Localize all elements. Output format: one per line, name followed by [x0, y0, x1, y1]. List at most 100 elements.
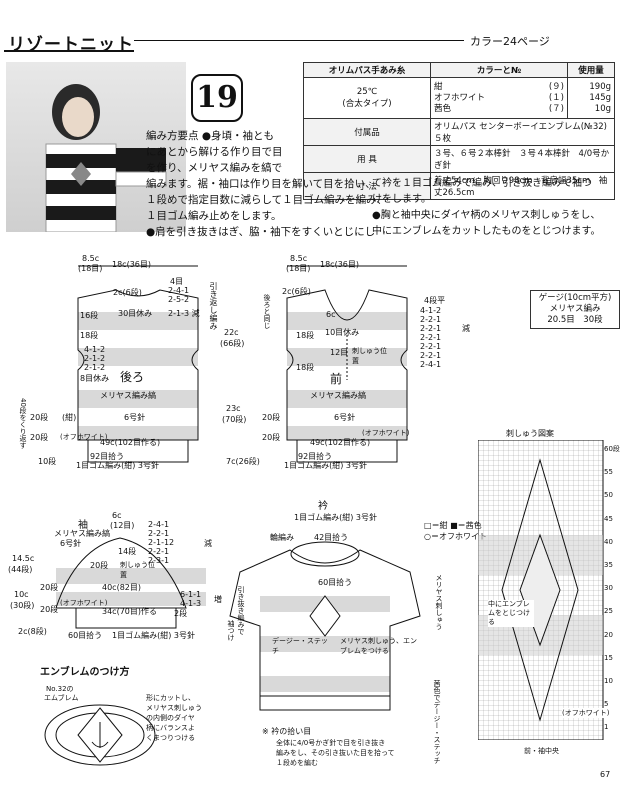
- legend: □＝紺 ■＝茜色 ○＝オフホワイト: [424, 520, 487, 542]
- back-shoulder: 2c(6段): [113, 288, 142, 297]
- pickup-note: 全体に4/0号かぎ針で目を引き抜き 編みをし、その引き抜いた目を拾って １段めを…: [276, 738, 395, 768]
- neck-dec-item: 2-2-1: [420, 333, 442, 342]
- collar-pick: 42目拾う: [314, 533, 349, 542]
- color-no: (７): [548, 103, 564, 114]
- chart-title: 刺しゅう図案: [506, 429, 554, 438]
- chart-bottom-label: 前・袖中央: [524, 747, 559, 755]
- yarn-header: オリムパス手あみ糸: [303, 62, 431, 78]
- sleeve-row-20: 20段: [40, 605, 59, 614]
- sweater-diagram: [229, 541, 421, 711]
- sleeve-cap-dec: 2-3-1: [148, 556, 170, 565]
- legend-symbol: ○: [424, 532, 431, 541]
- page-number: 67: [600, 770, 611, 779]
- yarn-desc: 25℃ (合太タイプ): [303, 77, 431, 119]
- gauge-values: 20.5目 30段: [547, 315, 603, 325]
- chart-row-label: 35: [604, 561, 613, 570]
- neck-dec-item: 2-2-1: [420, 324, 442, 333]
- front-rows: 20段: [262, 413, 281, 422]
- front-shoulder: 2c(6段): [282, 287, 311, 296]
- sleeve-width: 40c(82目): [102, 583, 141, 592]
- back-body-height: 23c: [226, 404, 241, 413]
- front-embroidery: 刺しゅう位置: [352, 347, 387, 365]
- emblem-label2: エムブレム: [44, 694, 79, 702]
- tools-value: ３号、６号２本棒針 ３号４本棒針 4/0号かぎ針: [430, 145, 615, 173]
- sleeve-hem-color: (オフホワイト): [60, 599, 108, 607]
- instruction-line: 中にエンブレムをカットしたものをとじつけます。: [372, 226, 601, 237]
- sleeve-inc-list: 6-1-1 4-1-3: [180, 590, 201, 608]
- sleeve-height: 14.5c: [12, 554, 35, 563]
- neck-dec-item: 2-2-1: [420, 342, 442, 351]
- instruction-line: 編みます。裾・袖口は作り目を解いて目を拾い、: [146, 178, 376, 190]
- color-no: (１): [548, 92, 564, 103]
- back-title: 後ろ: [120, 370, 145, 384]
- front-center: 12目: [330, 348, 349, 357]
- emblem-title: エンブレムのつけ方: [40, 667, 130, 678]
- instruction-line: けをします。: [372, 194, 431, 205]
- back-side-label: 40段をくり返す: [19, 398, 27, 449]
- back-width-top-sts: (18目): [78, 264, 103, 273]
- emblem-drawing: [44, 704, 156, 766]
- sleeve-cap-rows3: 20段: [40, 583, 59, 592]
- embroidery-grid: [478, 440, 604, 740]
- instruction-line: １段めで指定目数に減らして１目ゴム編みを編み、: [146, 194, 388, 206]
- tools-label: 用 具: [303, 145, 431, 173]
- color-header: カラーと№: [430, 62, 568, 78]
- color-amount: 145g: [589, 92, 611, 103]
- sleeve-inc-label: 増: [214, 595, 222, 604]
- chart-row-label: 15: [604, 653, 613, 662]
- neck-dec-label: 減: [462, 324, 470, 333]
- sleeve-embroidery: 刺しゅう位置: [120, 561, 155, 579]
- chart-row-label: 10: [604, 677, 613, 686]
- back-rib-height: 7c(26段): [226, 457, 260, 466]
- pickup-note-title: ※ 衿の拾い目: [262, 727, 312, 736]
- materials-value: オリムパス センターボーイエンブレム(№32)５枚: [430, 118, 615, 146]
- emblem-label1: No.32の: [46, 685, 74, 693]
- front-diagram: [286, 265, 408, 463]
- instruction-line: ●胸と袖中央にダイヤ柄のメリヤス刺しゅうをし、: [372, 210, 601, 221]
- sleeve-rib-height: 2c(8段): [18, 627, 47, 636]
- back-rib: 1目ゴム編み(紺) 3号針: [76, 461, 159, 470]
- instruction-line: にあとから解ける作り目で目: [146, 146, 283, 158]
- emblem-note: 形にカットし、: [146, 694, 195, 702]
- sleeve-cap-rows2: 20段: [90, 561, 109, 570]
- back-dec: 2-5-2: [168, 295, 190, 304]
- front-hem-sts: 92目拾う: [298, 452, 333, 461]
- chart-row-label: 20: [604, 630, 613, 639]
- gauge-pattern: メリヤス編み: [549, 304, 601, 314]
- sleeve-cap-dec-list: 2-4-1 2-2-1 2-1-12 2-2-1 2-3-1: [148, 520, 174, 565]
- front-neck: 18c(36目): [320, 260, 359, 269]
- sleeve-cap-dec: 2-4-1: [148, 520, 170, 529]
- front-rows: 18段: [296, 331, 315, 340]
- back-dec: 2-4-1: [168, 286, 190, 295]
- front-seam: 後ろと同じ: [263, 294, 271, 329]
- legend-symbol: □: [424, 521, 432, 530]
- sleeve-row-2: 2段: [174, 609, 188, 618]
- color-amount: 10g: [594, 103, 611, 114]
- color-name: 紺: [434, 81, 443, 92]
- instruction-line: 編み方要点 ●身頃・袖とも: [146, 130, 274, 142]
- emblem-note: の内側のダイヤ: [146, 714, 195, 722]
- front-title: 前: [330, 372, 343, 386]
- chart-center-label: 中にエンブレムをとじつける: [488, 600, 534, 627]
- instruction-line: を作り、メリヤス編みを縞で: [146, 162, 283, 174]
- back-hem-color: (オフホワイト): [60, 433, 108, 441]
- sleeve-cap-dec: 2-2-1: [148, 547, 170, 556]
- back-armhole-dec: 2-1-2: [84, 363, 106, 372]
- legend-meaning: ＝紺: [431, 521, 448, 530]
- emblem-note: メリヤス刺しゅう: [146, 704, 202, 712]
- back-hem-width: 49c(102目作る): [100, 438, 161, 447]
- back-rows: 16段: [80, 311, 99, 320]
- page-reference: カラー24ページ: [470, 35, 550, 48]
- back-body-rows: (70段): [222, 415, 247, 424]
- chart-side-label: (オフホワイト): [562, 708, 610, 718]
- back-navy: (紺): [62, 413, 77, 422]
- back-needle: 6号針: [124, 413, 146, 422]
- model-photo: [6, 62, 186, 232]
- pickup-note-line: 全体に4/0号かぎ針で目を引き抜き: [276, 739, 386, 747]
- chart-row-label: 45: [604, 514, 613, 523]
- size-value: 着丈54cm 胸回り98cm 背肩幅35cm 袖丈26.5cm: [430, 172, 615, 200]
- front-rib: 1目ゴム編み(紺) 3号針: [284, 461, 367, 470]
- instructions-col1: 編み方要点 ●身頃・袖とも にあとから解ける作り目で目 を作り、メリヤス編みを縞…: [146, 128, 388, 240]
- sleeve-hem: 34c(70目)作る: [102, 607, 157, 616]
- color-name: オフホワイト: [434, 92, 486, 103]
